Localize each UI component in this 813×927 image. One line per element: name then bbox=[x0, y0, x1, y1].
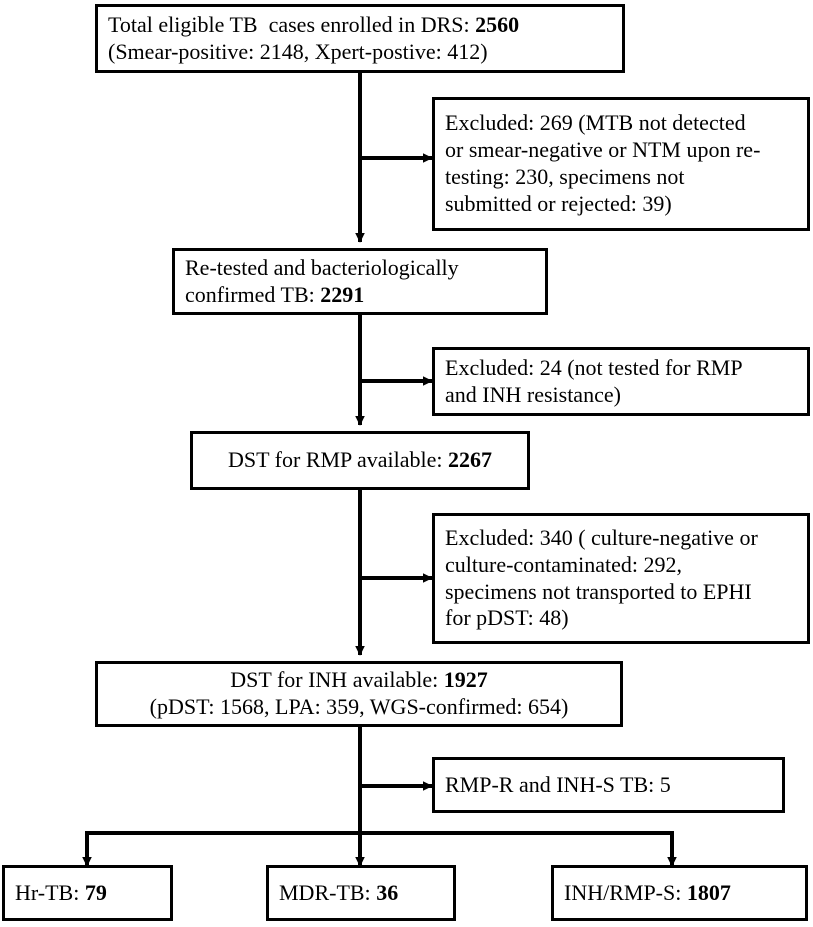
node-hr-tb: Hr-TB: 79 bbox=[2, 865, 173, 921]
node-line: (Smear-positive: 2148, Xpert-postive: 41… bbox=[108, 38, 488, 64]
value-mdr-tb: 36 bbox=[376, 879, 399, 905]
value-retested-total: 2291 bbox=[320, 281, 365, 307]
node-inh-rmp-s: INH/RMP-S: 1807 bbox=[551, 865, 808, 921]
node-line: Total eligible TB cases enrolled in DRS:… bbox=[108, 11, 520, 37]
node-line: for pDST: 48) bbox=[445, 605, 569, 631]
node-line: specimens not transported to EPHI bbox=[445, 578, 752, 604]
node-line: testing: 230, specimens not bbox=[445, 164, 685, 189]
node-line: (pDST: 1568, LPA: 359, WGS-confirmed: 65… bbox=[149, 694, 569, 719]
node-line: Excluded: 340 ( culture-negative or bbox=[445, 524, 758, 550]
node-line: RMP-R and INH-S TB: 5 bbox=[445, 771, 671, 797]
node-line: Excluded: 24 (not tested for RMP bbox=[445, 354, 743, 380]
value-dst-rmp-total: 2267 bbox=[447, 447, 492, 473]
node-excluded-24: Excluded: 24 (not tested for RMP and INH… bbox=[432, 347, 810, 416]
node-line: submitted or rejected: 39) bbox=[445, 190, 672, 216]
node-retested-confirmed: Re-tested and bacteriologically confirme… bbox=[172, 248, 548, 315]
value-dst-inh-total: 1927 bbox=[443, 667, 488, 693]
node-total-eligible-enrolled: Total eligible TB cases enrolled in DRS:… bbox=[95, 4, 625, 73]
node-line: or smear-negative or NTM upon re- bbox=[445, 137, 761, 163]
value-hr-tb: 79 bbox=[84, 879, 107, 905]
node-line: Re-tested and bacteriologically bbox=[185, 254, 459, 280]
node-rmp-r-inh-s: RMP-R and INH-S TB: 5 bbox=[432, 757, 785, 813]
node-line: INH/RMP-S: 1807 bbox=[564, 879, 731, 905]
value-inh-rmp-s: 1807 bbox=[686, 879, 731, 905]
node-dst-inh-available: DST for INH available: 1927 (pDST: 1568,… bbox=[95, 661, 623, 727]
node-line: DST for RMP available: 2267 bbox=[228, 447, 492, 473]
node-line: and INH resistance) bbox=[445, 381, 621, 407]
node-excluded-269: Excluded: 269 (MTB not detected or smear… bbox=[432, 97, 810, 231]
node-mdr-tb: MDR-TB: 36 bbox=[266, 865, 456, 921]
node-line: Hr-TB: 79 bbox=[15, 879, 107, 905]
node-line: MDR-TB: 36 bbox=[279, 879, 399, 905]
node-line: confirmed TB: 2291 bbox=[185, 281, 365, 307]
value-enrolled-total: 2560 bbox=[475, 11, 520, 37]
node-line: DST for INH available: 1927 bbox=[230, 667, 488, 693]
node-dst-rmp-available: DST for RMP available: 2267 bbox=[190, 431, 530, 490]
node-line: culture-contaminated: 292, bbox=[445, 551, 683, 577]
node-line: Excluded: 269 (MTB not detected bbox=[445, 110, 746, 136]
node-excluded-340: Excluded: 340 ( culture-negative or cult… bbox=[432, 513, 810, 644]
